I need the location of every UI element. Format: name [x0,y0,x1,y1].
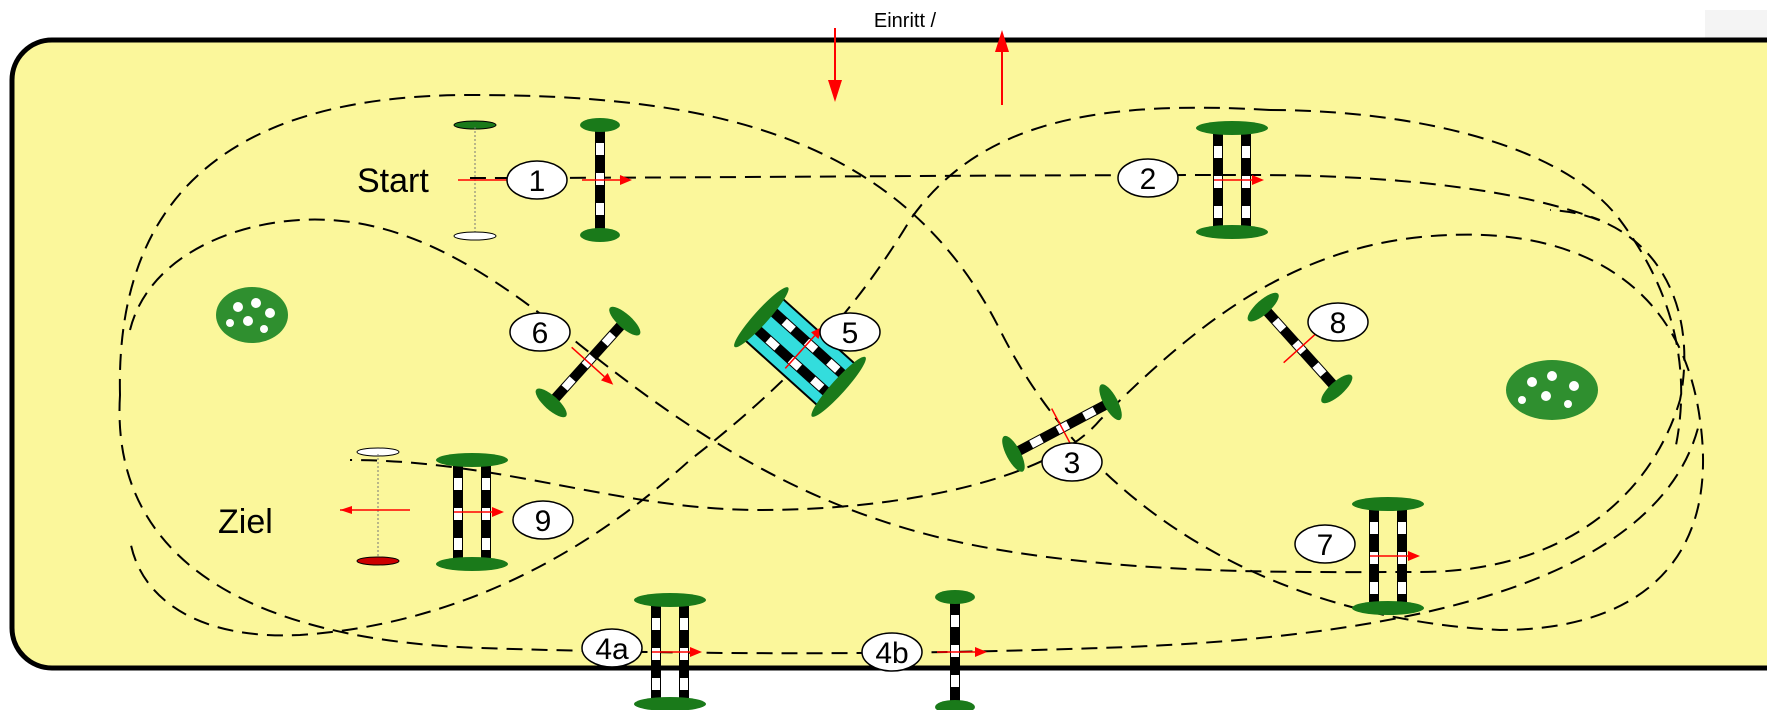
jump-number-text: 3 [1064,447,1081,480]
double-pole-jump-icon [436,453,508,571]
single-pole-jump-icon [1247,292,1353,404]
jump-number-label: 3 [1041,442,1103,482]
start-label: Start [357,162,429,200]
direction-arrow-icon [1214,175,1264,185]
finish-label: Ziel [218,503,273,541]
double-pole-jump-icon [1352,497,1424,615]
jump-number-label: 8 [1307,302,1369,342]
direction-arrow-icon [1370,551,1420,561]
flower-bed-icon [1506,360,1598,420]
direction-arrow-icon [571,346,614,385]
jump-number-label: 7 [1294,524,1356,564]
single-pole-jump-icon [535,306,641,418]
jump-number-text: 4b [875,637,908,670]
direction-arrow-icon [582,175,632,185]
single-pole-jump-icon [935,590,987,710]
double-pole-jump-icon [634,593,706,710]
jump-number-label: 1 [506,160,568,200]
direction-arrow-icon [652,647,702,657]
exit-arrow-icon [995,30,1009,105]
double-pole-jump-icon [1196,121,1268,239]
jump-number-label: 9 [512,500,574,540]
arena [9,37,1767,671]
jump-number-text: 4a [595,633,629,666]
entry-arrow-icon [828,28,842,102]
jump-number-label: 5 [819,312,881,352]
single-pole-jump-icon [580,118,632,242]
jump-number-text: 9 [535,505,552,538]
start-line [453,120,508,241]
jumps-layer: 1 2 3 4a 4b 5 6 7 8 9 [436,118,1424,710]
jump-number-label: 4a [581,628,643,668]
jump-number-label: 4b [861,632,923,672]
jump-number-text: 2 [1140,163,1157,196]
jump-number-label: 2 [1117,158,1179,198]
jump-number-text: 7 [1317,529,1334,562]
jump-number-label: 6 [509,312,571,352]
direction-arrow-icon [454,507,504,517]
direction-arrow-icon [937,647,987,657]
jump-number-text: 6 [532,317,549,350]
jump-number-text: 1 [529,165,546,198]
single-pole-jump-icon [1002,384,1122,472]
course-path [118,93,1705,655]
jump-number-text: 5 [842,317,859,350]
jump-number-text: 8 [1330,307,1347,340]
flower-bed-icon [216,287,288,343]
water-jump-icon [734,287,866,417]
finish-line [340,447,410,566]
